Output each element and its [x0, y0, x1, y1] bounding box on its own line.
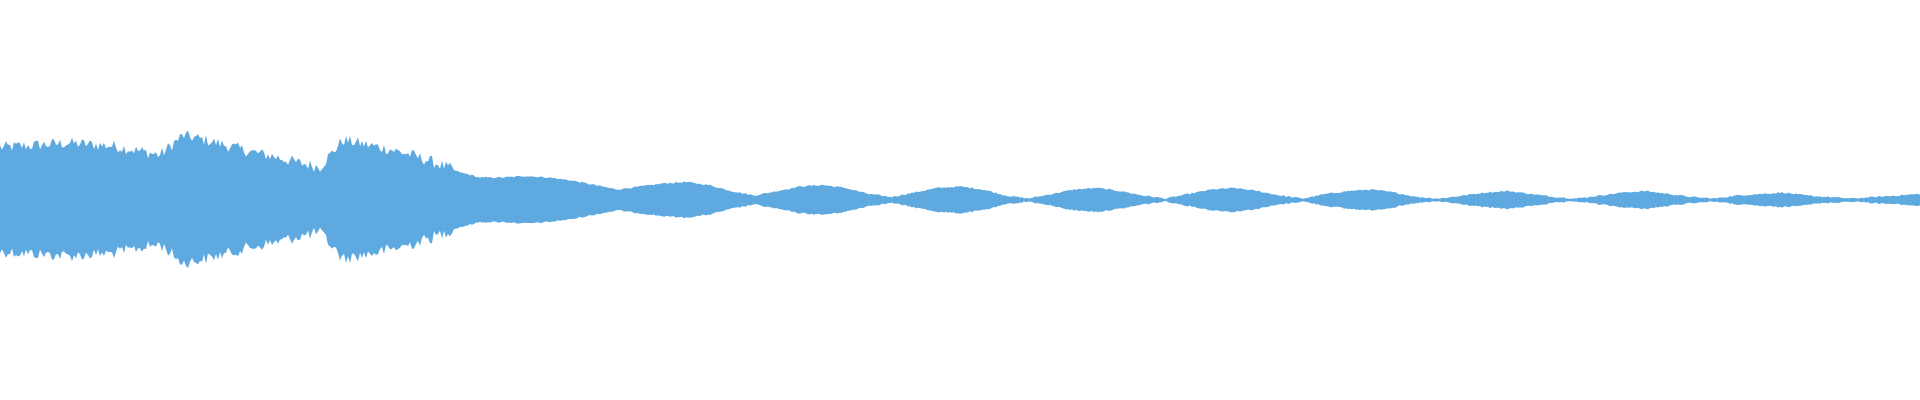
- waveform-shape: [0, 130, 1920, 268]
